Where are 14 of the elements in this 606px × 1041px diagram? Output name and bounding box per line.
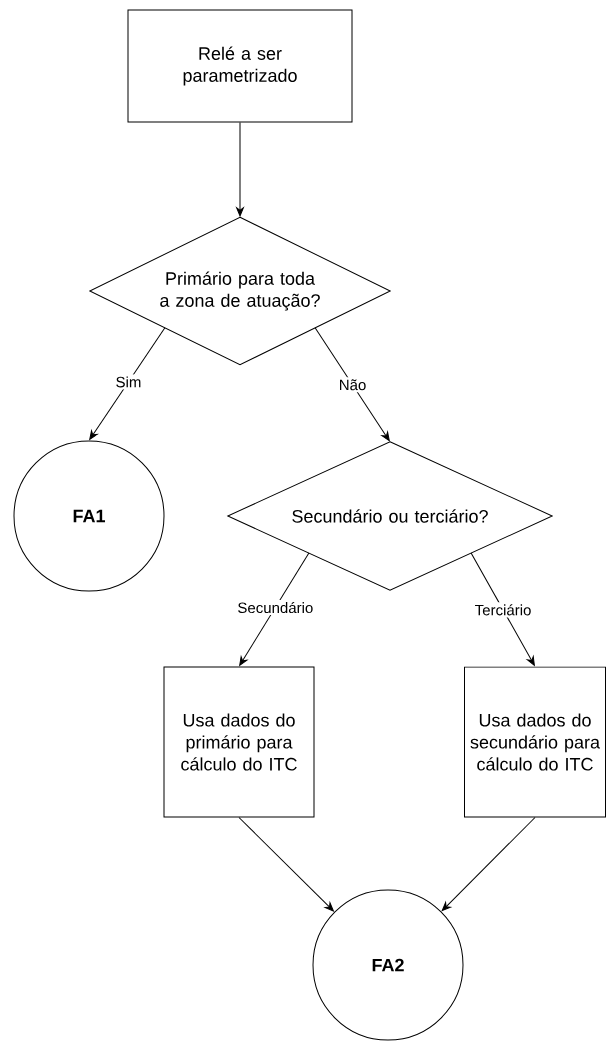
arrow: [238, 817, 334, 912]
edge-label: Secundário: [235, 599, 316, 616]
arrow: [441, 817, 536, 912]
edge-label: Sim: [113, 374, 144, 390]
process-box: Relé a ser parametrizado: [127, 9, 353, 123]
edge-label: Não: [336, 377, 369, 393]
arrow: [236, 122, 244, 217]
edge-label: Terciário: [472, 602, 534, 618]
process-box: Usa dados do primário para cálculo do ITC: [163, 666, 315, 818]
process-box: Usa dados do secundário para cálculo do ITC: [464, 666, 606, 818]
arrow: [470, 552, 535, 666]
arrow: [239, 552, 310, 666]
arrow: [314, 327, 390, 442]
arrow: [89, 327, 166, 440]
